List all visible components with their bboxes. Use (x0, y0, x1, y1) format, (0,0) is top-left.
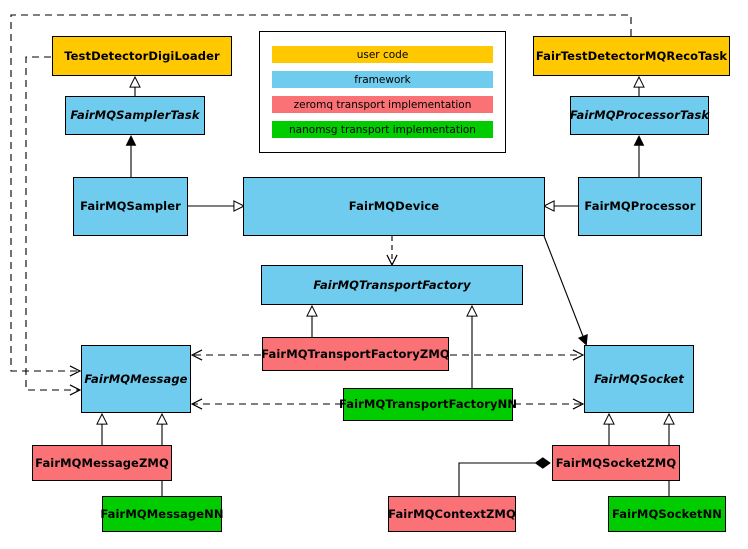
class-node-label: FairMQSocketNN (611, 506, 723, 521)
class-node-label: FairMQProcessorTask (569, 108, 710, 123)
class-node-FairMQSampler[interactable]: FairMQSampler (73, 177, 188, 236)
legend-label-user-code: user code (356, 48, 409, 61)
class-node-FairMQTransportFactoryZMQ[interactable]: FairMQTransportFactoryZMQ (261, 337, 450, 371)
legend-label-zeromq: zeromq transport implementation (293, 98, 472, 111)
class-node-label: FairMQSocket (594, 371, 684, 386)
class-node-FairMQProcessor[interactable]: FairMQProcessor (578, 177, 702, 236)
class-node-FairMQSocketNN[interactable]: FairMQSocketNN (608, 496, 726, 532)
class-node-label: FairMQMessage (84, 371, 188, 386)
class-node-FairMQMessageZMQ[interactable]: FairMQMessageZMQ (32, 445, 172, 481)
class-node-label: FairMQDevice (348, 199, 440, 214)
class-node-FairMQTransportFactoryNN[interactable]: FairMQTransportFactoryNN (339, 388, 517, 421)
class-node-FairMQContextZMQ[interactable]: FairMQContextZMQ (388, 496, 516, 532)
class-node-TestDetectorDigiLoader[interactable]: TestDetectorDigiLoader (52, 36, 232, 76)
class-node-label: FairMQProcessor (584, 199, 696, 214)
class-node-FairMQTransportFactory[interactable]: FairMQTransportFactory (261, 265, 523, 305)
class-node-FairMQProcessorTask[interactable]: FairMQProcessorTask (570, 96, 709, 135)
class-node-label: FairMQMessageNN (100, 506, 224, 521)
class-node-label: FairMQSocketZMQ (555, 455, 677, 470)
legend: user code framework zeromq transport imp… (259, 31, 506, 153)
class-node-FairMQSamplerTask[interactable]: FairMQSamplerTask (65, 96, 205, 135)
edge-contextzmq-socketzmq (458, 457, 551, 496)
legend-item-zeromq: zeromq transport implementation (272, 96, 493, 113)
edge-device-socket (543, 235, 586, 344)
class-node-label: TestDetectorDigiLoader (64, 48, 220, 63)
class-node-FairMQSocket[interactable]: FairMQSocket (584, 345, 694, 413)
class-node-label: FairMQMessageZMQ (35, 455, 169, 470)
class-node-FairMQMessage[interactable]: FairMQMessage (81, 345, 191, 413)
class-node-label: FairTestDetectorMQRecoTask (535, 48, 728, 63)
legend-item-user-code: user code (272, 46, 493, 63)
legend-label-nanomsg: nanomsg transport implementation (289, 123, 476, 136)
class-node-label: FairMQSampler (80, 199, 181, 214)
class-node-label: FairMQSamplerTask (70, 108, 200, 123)
class-node-FairMQSocketZMQ[interactable]: FairMQSocketZMQ (552, 445, 680, 481)
class-node-label: FairMQTransportFactoryNN (338, 397, 518, 412)
class-node-FairMQMessageNN[interactable]: FairMQMessageNN (100, 496, 224, 532)
legend-item-framework: framework (272, 71, 493, 88)
class-node-label: FairMQTransportFactoryZMQ (261, 346, 450, 361)
class-node-label: FairMQContextZMQ (388, 506, 516, 521)
legend-item-nanomsg: nanomsg transport implementation (272, 121, 493, 138)
class-node-FairTestDetectorMQRecoTask[interactable]: FairTestDetectorMQRecoTask (533, 36, 730, 76)
class-node-label: FairMQTransportFactory (313, 277, 471, 292)
legend-label-framework: framework (354, 73, 411, 86)
class-node-FairMQDevice[interactable]: FairMQDevice (243, 177, 545, 236)
